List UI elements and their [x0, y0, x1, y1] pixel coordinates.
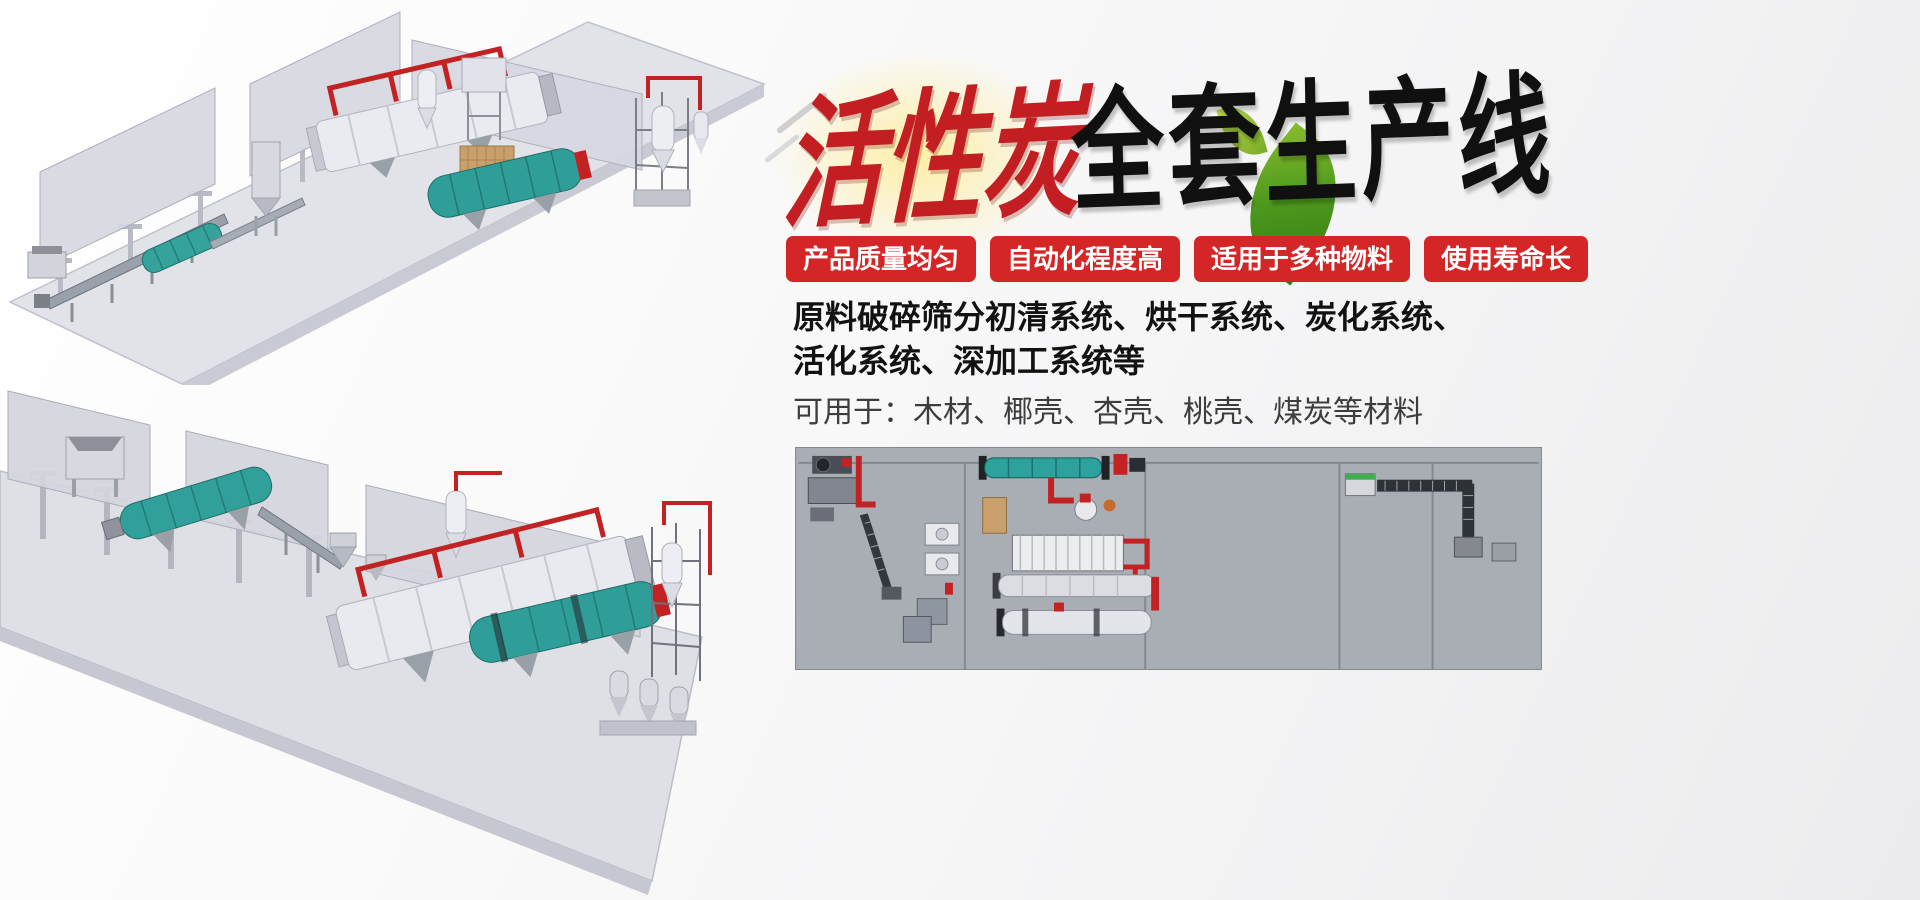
title-red-text: 活性炭: [780, 71, 1085, 247]
feature-badges: 产品质量均匀 自动化程度高 适用于多种物料 使用寿命长: [786, 236, 1589, 282]
screening-drum: [141, 222, 223, 274]
tower-scaffold-group: [651, 501, 712, 681]
badge-lifespan: 使用寿命长: [1424, 236, 1589, 282]
carbonization-drum-2: [996, 602, 1152, 637]
cyclone-separator: [417, 69, 437, 130]
screening-drum: [100, 466, 273, 553]
plant-layout-svg: [798, 448, 1539, 669]
incline-conveyor: [859, 513, 902, 600]
carbonization-drum-1: [992, 572, 1160, 611]
description: 原料破碎筛分初清系统、烘干系统、炭化系统、 活化系统、深加工系统等 可用于：木材…: [793, 295, 1465, 433]
cooling-drum: [427, 148, 592, 231]
transfer-conveyor: [257, 506, 345, 573]
crusher-unit: [27, 246, 67, 279]
packing-conveyor-line: [1344, 473, 1517, 562]
feed-hopper-tower: [250, 141, 282, 236]
heat-exchanger-grid: [1011, 534, 1150, 593]
title-black-text: 全套生产线: [1070, 61, 1556, 228]
machinery-render-top-illustration: [0, 0, 770, 385]
carbonization-tower-group: [633, 76, 709, 207]
title-glow: [770, 50, 1070, 260]
hot-blast-stove: [982, 477, 1116, 534]
machinery-render-bottom-illustration: [0, 375, 765, 900]
bag-filter-unit: [461, 57, 507, 140]
plant-layout-diagram: [795, 447, 1542, 670]
dryer-drum-topview: [978, 453, 1146, 480]
description-line-2: 活化系统、深加工系统等: [793, 343, 1146, 379]
mid-feed-hoppers: [329, 532, 387, 581]
cooling-drum: [469, 581, 671, 678]
machinery-render-top-svg: [8, 11, 766, 385]
badge-automation: 自动化程度高: [990, 236, 1181, 282]
description-line-1: 原料破碎筛分初清系统、烘干系统、炭化系统、: [793, 299, 1466, 335]
cyclone-units: [902, 522, 960, 643]
machinery-render-bottom-svg: [0, 390, 712, 895]
badge-materials: 适用于多种物料: [1194, 236, 1411, 282]
feed-hopper: [65, 436, 125, 497]
badge-quality: 产品质量均匀: [786, 236, 977, 282]
page-title: 活性炭 全套生产线: [763, 62, 1556, 286]
crusher-fan-unit: [807, 455, 876, 522]
storage-tanks: [599, 670, 697, 736]
description-line-3: 可用于：木材、椰壳、杏壳、桃壳、煤炭等材料: [793, 396, 1423, 429]
